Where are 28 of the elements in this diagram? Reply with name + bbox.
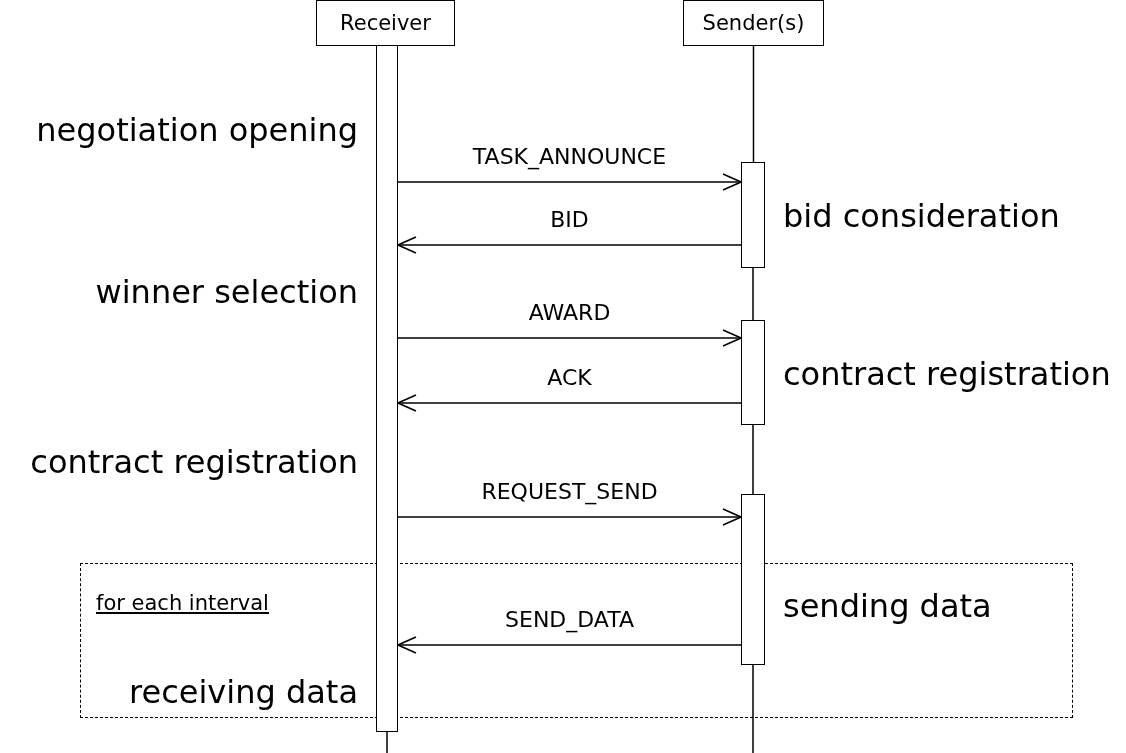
message-arrow: [397, 636, 742, 654]
activation-bar: [741, 162, 765, 268]
lifeline-head-box: Sender(s): [683, 0, 824, 46]
step-note: contract registration: [30, 446, 358, 478]
lifeline: [752, 664, 754, 753]
message-arrow: [397, 329, 742, 347]
lifeline: [752, 424, 754, 495]
message-label: REQUEST_SEND: [481, 481, 658, 503]
lifeline: [752, 267, 754, 321]
step-note: sending data: [783, 590, 992, 622]
activation-bar: [741, 320, 765, 425]
message-arrow: [397, 508, 742, 526]
step-note: winner selection: [95, 276, 358, 308]
message-arrow: [397, 236, 742, 254]
loop-label: for each interval: [96, 591, 269, 615]
message-label: TASK_ANNOUNCE: [472, 146, 667, 168]
message-label: SEND_DATA: [505, 609, 634, 631]
step-note: contract registration: [783, 358, 1111, 390]
activation-bar: [741, 494, 765, 665]
lifeline: [386, 731, 388, 753]
message-arrow: [397, 173, 742, 191]
lifeline-head-box: Receiver: [316, 0, 455, 46]
message-arrow: [397, 394, 742, 412]
step-note: negotiation opening: [36, 114, 358, 146]
step-note: receiving data: [129, 676, 358, 708]
step-note: bid consideration: [783, 200, 1060, 232]
activation-bar: [376, 45, 398, 732]
lifeline: [752, 45, 755, 163]
